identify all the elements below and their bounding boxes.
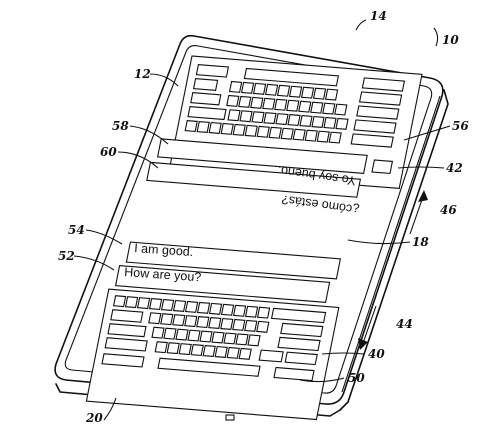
leader-lines [73, 19, 451, 421]
leader-14 [355, 19, 367, 31]
leader-52 [73, 255, 115, 271]
label-18: 18 [412, 235, 429, 249]
upper-key-row-2 [192, 78, 403, 106]
upper-received-field [146, 161, 362, 198]
lower-key-row-1 [112, 295, 327, 324]
lower-input-field [114, 265, 331, 303]
leader-20 [103, 397, 117, 421]
upper-key-row-4 [187, 106, 397, 134]
leader-42 [397, 166, 445, 169]
label-58: 58 [112, 119, 129, 133]
label-40: 40 [368, 347, 385, 361]
leader-50 [299, 377, 345, 383]
port-connector-right [225, 414, 235, 421]
lower-key-row-5 [101, 353, 315, 382]
upper-send-key [371, 159, 394, 175]
upper-input-field [156, 138, 368, 174]
arrow-44 [358, 305, 377, 350]
upper-key-row-5 [184, 120, 394, 148]
lower-key-row-4 [104, 337, 318, 366]
label-20: 20 [85, 411, 103, 424]
lower-chat-area [114, 241, 342, 303]
leader-40 [321, 352, 365, 355]
arrow-46 [409, 190, 428, 235]
leader-10 [433, 27, 439, 47]
device-front-face [54, 34, 444, 405]
upper-chat-area [146, 138, 394, 198]
label-52: 52 [58, 249, 75, 263]
leader-58 [129, 125, 169, 145]
label-10: 10 [442, 33, 459, 47]
leader-56 [403, 125, 451, 141]
label-54: 54 [68, 223, 85, 237]
label-42: 42 [446, 161, 463, 175]
label-56: 56 [452, 119, 469, 133]
lower-received-text: I am good. [134, 241, 194, 259]
lower-key-row-2 [110, 309, 324, 338]
upper-key-row-3 [190, 92, 400, 120]
device-right-edge [339, 89, 449, 411]
upper-key-row-1 [195, 64, 406, 92]
label-14: 14 [370, 9, 387, 23]
label-50: 50 [348, 371, 365, 385]
lower-keyboard [85, 288, 340, 421]
label-46: 46 [440, 203, 457, 217]
leader-54 [85, 229, 123, 245]
leader-60 [117, 151, 159, 169]
leader-18 [347, 239, 411, 245]
label-44: 44 [396, 317, 413, 331]
lower-sent-text: How are you? [124, 265, 202, 284]
screen-border [64, 45, 433, 394]
lower-received-field [125, 241, 342, 280]
leader-12 [149, 73, 179, 87]
label-60: 60 [100, 145, 117, 159]
reference-numerals: 14 10 12 58 60 56 42 46 18 54 52 44 40 5… [58, 9, 469, 424]
lower-key-row-3 [107, 323, 321, 352]
label-12: 12 [134, 67, 151, 81]
